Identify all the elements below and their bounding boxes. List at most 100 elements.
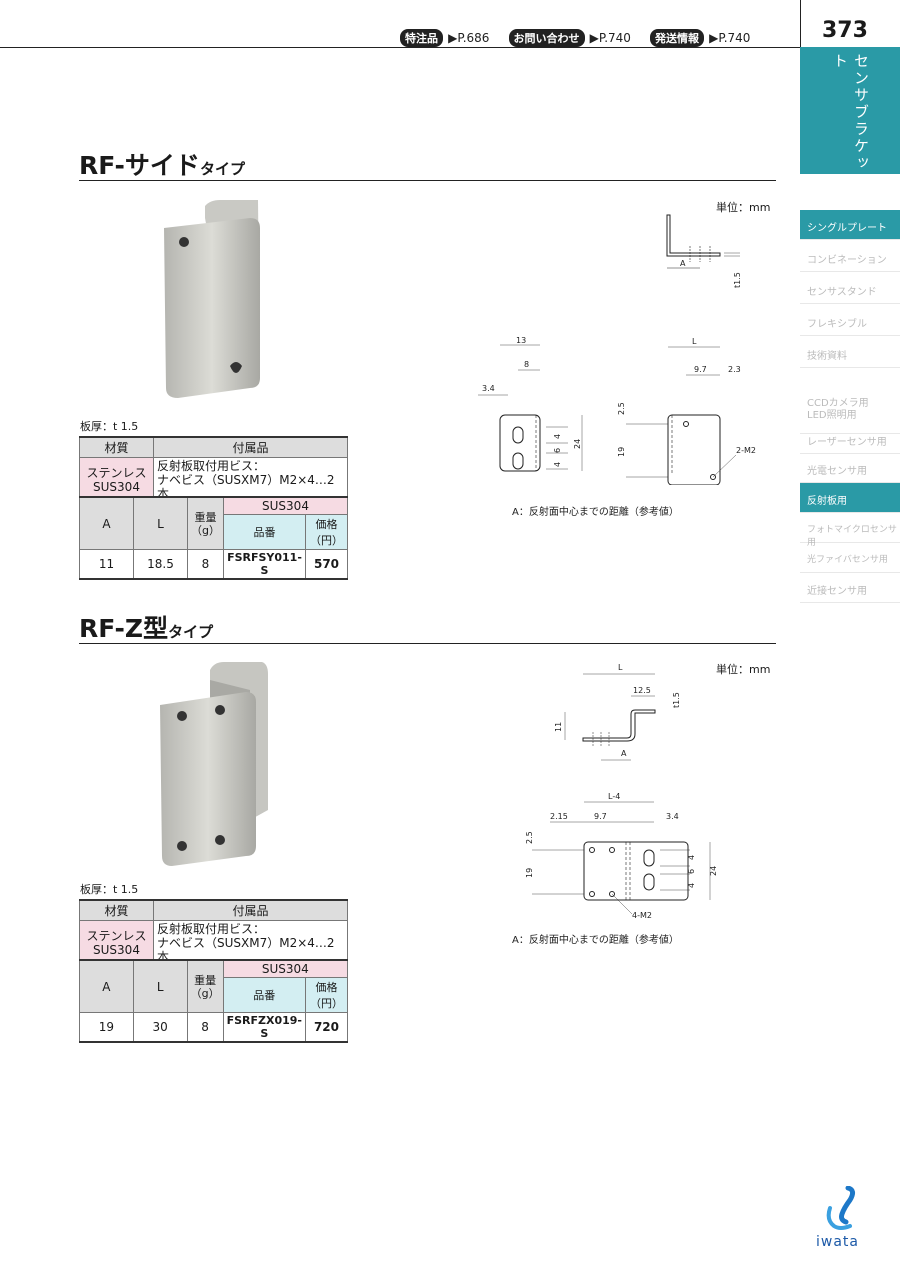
accessory-header: 付属品 (153, 436, 348, 458)
dim-l: L (692, 337, 697, 346)
cell-part-number[interactable]: FSRFSY011-S (222, 549, 307, 580)
product-photo-rf-z (160, 662, 268, 866)
material-cell: ステンレス SUS304 (79, 920, 154, 966)
section2-rule (79, 643, 776, 644)
cell-part-number[interactable]: FSRFZX019-S (222, 1012, 306, 1043)
table-row: 11 18.5 8 FSRFSY011-S 570 (79, 549, 348, 580)
accessory-cell: 反射板取付用ビス： ナベビス（SUSXM7）M2×4…2本 (153, 920, 348, 966)
sidebar-item-sensor-stand[interactable]: センサスタンド (800, 274, 900, 304)
sidebar-item-fiber[interactable]: 光ファイバセンサ用 (800, 543, 900, 573)
material-line1: ステンレス (86, 929, 147, 943)
dim-2-15: 2.15 (550, 812, 568, 821)
dim-2-5: 2.5 (617, 402, 626, 415)
cell-l: 18.5 (133, 549, 188, 580)
dim-a: A (680, 259, 686, 268)
cell-l: 30 (132, 1012, 188, 1043)
col-a: A (79, 496, 134, 550)
col-weight: 重量 （g） (186, 959, 224, 1013)
sidebar-item-technical[interactable]: 技術資料 (800, 338, 900, 368)
sidebar-item-laser[interactable]: レーザーセンサ用 (800, 424, 900, 454)
table-row: 19 30 8 FSRFZX019-S 720 (79, 1012, 349, 1043)
section1-thickness: 板厚：t 1.5 (80, 420, 139, 433)
inquiry-link[interactable]: ▶P.740 (589, 31, 631, 45)
material-line2: SUS304 (93, 480, 140, 494)
section2-side-view-drawing: L 12.5 t1.5 11 A (554, 663, 681, 761)
sidebar-item-combination[interactable]: コンビネーション (800, 242, 900, 272)
col-group-sus304: SUS304 (222, 496, 349, 515)
section1-front-view-drawing: 13 8 3.4 4 6 4 24 (478, 336, 583, 472)
sidebar-item-reflector[interactable]: 反射板用 (800, 483, 900, 513)
shipping-badge: 発送情報 (650, 29, 705, 47)
accessory-header: 付属品 (153, 899, 348, 921)
material-header: 材質 (79, 436, 154, 458)
header-divider (800, 0, 801, 48)
sidebar-item-photoelectric[interactable]: 光電センサ用 (800, 453, 900, 483)
dim-24: 24 (573, 439, 582, 449)
cell-weight: 8 (186, 1012, 224, 1043)
sidebar-item-photomicro[interactable]: フォトマイクロセンサ用 (800, 513, 900, 548)
custom-order-badge: 特注品 (400, 29, 443, 47)
dim-9-7: 9.7 (694, 365, 707, 374)
sidebar-item-flexible[interactable]: フレキシブル (800, 306, 900, 336)
dim-2-5: 2.5 (525, 831, 534, 844)
sidebar-item-single-plate[interactable]: シングルプレート (800, 210, 900, 240)
section1-rule (79, 180, 776, 181)
col-price: 価格（円） (305, 514, 348, 550)
col-group-sus304: SUS304 (222, 959, 349, 978)
col-weight: 重量 （g） (187, 496, 224, 550)
dim-4a: 4 (687, 855, 696, 860)
dim-3-4: 3.4 (666, 812, 679, 821)
section1-side-view-drawing: A t1.5 (666, 214, 742, 288)
col-a: A (79, 959, 134, 1013)
dim-3-4: 3.4 (482, 384, 495, 393)
col-weight-unit: （g） (190, 986, 220, 1000)
sidebar-item-ccd-led[interactable]: CCDカメラ用 LED照明用 (800, 392, 900, 434)
material-line1: ステンレス (86, 466, 147, 480)
section1-unit: 単位：mm (716, 201, 771, 214)
dim-12-5: 12.5 (633, 686, 651, 695)
col-l: L (132, 959, 188, 1013)
dim-t: t1.5 (672, 692, 681, 708)
col-l: L (133, 496, 188, 550)
material-cell: ステンレス SUS304 (79, 457, 154, 503)
dim-2-3: 2.3 (728, 365, 741, 374)
material-line2: SUS304 (93, 943, 140, 957)
material-header: 材質 (79, 899, 154, 921)
dim-l-4: L-4 (608, 792, 620, 801)
dim-l: L (618, 663, 623, 672)
section1-title-sub: タイプ (199, 160, 245, 178)
category-tab[interactable]: センサブラケット (800, 47, 900, 174)
section1-note: A：反射面中心までの距離（参考値） (512, 507, 679, 518)
section1-material-table: 材質 付属品 ステンレス SUS304 反射板取付用ビス： ナベビス（SUSXM… (79, 436, 348, 503)
section2-title-main: RF-Z型 (79, 614, 169, 643)
col-weight-label: 重量 (194, 973, 217, 987)
accessory-line1: 反射板取付用ビス： (157, 922, 266, 936)
header-rule (0, 47, 800, 48)
dim-4a: 4 (553, 434, 562, 439)
sidebar-item-proximity[interactable]: 近接センサ用 (800, 573, 900, 603)
sidebar-item-led-label: LED照明用 (807, 410, 857, 421)
col-weight-unit: （g） (191, 523, 220, 537)
section2-title: RF-Z型タイプ (79, 609, 213, 645)
section2-title-sub: タイプ (168, 623, 214, 641)
col-price: 価格（円） (304, 977, 349, 1013)
section2-unit: 単位：mm (716, 663, 771, 676)
cell-price: 570 (305, 549, 348, 580)
shipping-link[interactable]: ▶P.740 (709, 31, 751, 45)
dim-11: 11 (554, 722, 563, 732)
section2-spec-table: A L 重量 （g） SUS304 品番 価格（円） 19 30 8 FSRFZ… (79, 959, 349, 1043)
section2-note: A：反射面中心までの距離（参考値） (512, 935, 679, 946)
custom-order-link[interactable]: ▶P.686 (448, 31, 490, 45)
dim-6: 6 (687, 869, 696, 874)
section2-material-table: 材質 付属品 ステンレス SUS304 反射板取付用ビス： ナベビス（SUSXM… (79, 899, 348, 966)
cell-a: 11 (79, 549, 134, 580)
section2-front-view-drawing: L-4 2.15 9.7 3.4 2.5 19 4 6 4 24 4-M2 (525, 792, 718, 920)
dim-19: 19 (525, 868, 534, 878)
dim-19: 19 (617, 447, 626, 457)
category-label: センサブラケット (831, 53, 870, 172)
col-part-number: 品番 (222, 514, 307, 550)
dim-a: A (621, 749, 627, 758)
cell-weight: 8 (187, 549, 224, 580)
cell-price: 720 (304, 1012, 349, 1043)
dim-6: 6 (553, 448, 562, 453)
